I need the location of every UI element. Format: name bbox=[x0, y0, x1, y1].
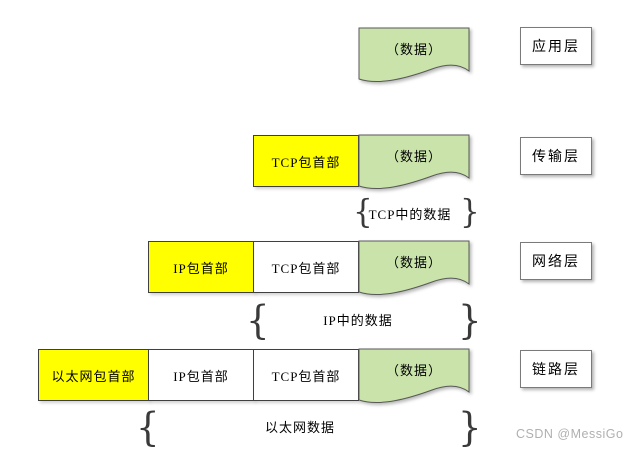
brace-open-icon: { bbox=[353, 192, 373, 231]
segment-ip-header-link: IP包首部 bbox=[148, 349, 254, 401]
layer-box-application: 应用层 bbox=[520, 27, 592, 65]
brace-close-icon: } bbox=[458, 297, 482, 344]
brace-caption-network: IP中的数据 bbox=[323, 313, 393, 328]
data-shape-link: （数据） bbox=[358, 348, 470, 406]
segment-label-data: （数据） bbox=[385, 255, 442, 270]
segment-tcp-header-link: TCP包首部 bbox=[253, 349, 359, 401]
data-shape-network: （数据） bbox=[358, 240, 470, 298]
brace-close-icon: } bbox=[460, 192, 480, 231]
brace-open-icon: { bbox=[246, 297, 270, 344]
document-shape-icon bbox=[358, 134, 470, 189]
segment-ip-header-network: IP包首部 bbox=[148, 241, 254, 293]
brace-close-icon: } bbox=[458, 404, 482, 451]
brace-open-icon: { bbox=[136, 404, 160, 451]
segment-label-data: （数据） bbox=[385, 149, 442, 164]
layer-box-transport: 传输层 bbox=[520, 137, 592, 175]
document-shape-icon bbox=[358, 27, 470, 82]
segment-tcp-header-network: TCP包首部 bbox=[253, 241, 359, 293]
brace-caption-transport: TCP中的数据 bbox=[368, 207, 452, 222]
layer-box-network: 网络层 bbox=[520, 242, 592, 280]
segment-label-data: （数据） bbox=[385, 363, 442, 378]
brace-caption-link: 以太网数据 bbox=[264, 420, 335, 435]
data-shape-transport: （数据） bbox=[358, 134, 470, 192]
segment-label-data: （数据） bbox=[385, 42, 442, 57]
data-shape-application: （数据） bbox=[358, 27, 470, 85]
segment-tcp-header-transport: TCP包首部 bbox=[253, 135, 359, 187]
watermark: CSDN @MessiGo bbox=[516, 427, 624, 441]
document-shape-icon bbox=[358, 348, 470, 403]
document-shape-icon bbox=[358, 240, 470, 295]
segment-ethernet-header-link: 以太网包首部 bbox=[38, 349, 149, 401]
layer-box-link: 链路层 bbox=[520, 350, 592, 388]
